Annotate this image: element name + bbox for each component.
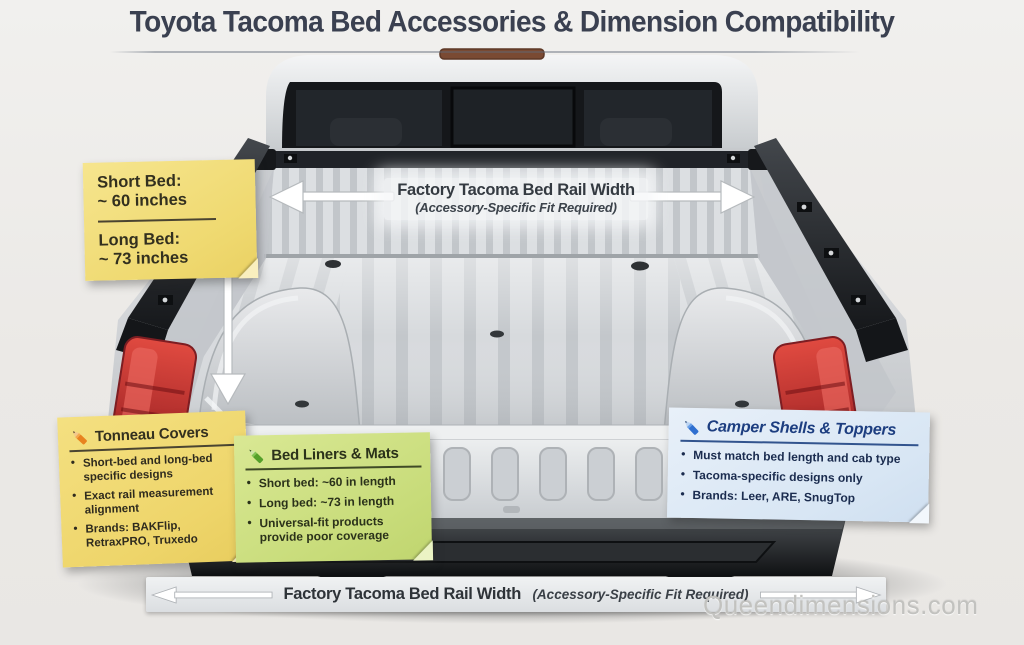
wheel-hump-left — [197, 287, 361, 433]
bed-dimensions-note: Short Bed: ~ 60 inches Long Bed: ~ 73 in… — [82, 159, 258, 281]
bed-rail-right — [754, 138, 908, 362]
truck-bed-interior — [128, 160, 896, 433]
tonneau-covers-note: Tonneau Covers Short-bed and long-bed sp… — [57, 410, 251, 568]
blue-pencil-icon — [685, 421, 699, 435]
rail-width-subheading: (Accessory-Specific Fit Required) — [415, 200, 617, 215]
camper-shells-note: Camper Shells & Toppers Must match bed l… — [666, 407, 931, 523]
camper-shells-note-list: Must match bed length and cab type Tacom… — [679, 448, 918, 507]
rail-width-arrow-right — [629, 180, 756, 214]
rail-width-label-bottom: Factory Tacoma Bed Rail Width (Accessory… — [146, 577, 886, 612]
rail-width-heading: Factory Tacoma Bed Rail Width — [397, 181, 635, 199]
tonneau-note-list: Short-bed and long-bed specific designs … — [70, 452, 241, 552]
note-bullet: Must match bed length and cab type — [680, 448, 918, 467]
note-bullet: Brands: BAKFlip, RetraxPRO, Truxedo — [72, 518, 241, 552]
green-pencil-icon — [249, 449, 264, 464]
bottom-rail-heading: Factory Tacoma Bed Rail Width — [283, 585, 522, 603]
arrow-left-icon — [150, 585, 273, 604]
note-bullet: Short bed: ~60 in length — [246, 473, 422, 490]
note-divider — [97, 217, 217, 223]
page-title: Toyota Tacoma Bed Accessories & Dimensio… — [129, 5, 895, 38]
bed-liners-note: Bed Liners & Mats Short bed: ~60 in leng… — [233, 432, 433, 563]
note-bullet: Universal-fit products provide poor cove… — [246, 514, 422, 545]
rail-width-label-top: Factory Tacoma Bed Rail Width (Accessory… — [384, 178, 648, 220]
note-bullet: Tacoma-specific designs only — [680, 468, 918, 487]
third-brake-light — [439, 48, 545, 60]
note-bullet: Short-bed and long-bed specific designs — [70, 452, 239, 486]
rail-width-arrow-left — [268, 180, 395, 214]
bed-liners-note-title: Bed Liners & Mats — [271, 444, 399, 464]
note-bullet: Long bed: ~73 in length — [246, 494, 422, 511]
truck-cab — [266, 48, 758, 158]
bed-liners-note-list: Short bed: ~60 in length Long bed: ~73 i… — [246, 473, 423, 545]
note-bullet: Exact rail measurement alignment — [71, 485, 240, 519]
note-bullet: Brands: Leer, ARE, SnugTop — [679, 488, 917, 507]
bed-length-arrow — [209, 251, 247, 406]
title-underline — [110, 51, 860, 53]
long-bed-value: ~ 73 inches — [98, 249, 189, 270]
arrow-right-icon — [759, 585, 882, 604]
bottom-rail-subheading: (Accessory-Specific Fit Required) — [532, 587, 749, 602]
camper-shells-note-title: Camper Shells & Toppers — [706, 418, 897, 439]
front-bed-rail — [246, 149, 778, 170]
tonneau-note-title: Tonneau Covers — [94, 423, 209, 445]
watermark: Queendimensions.com — [703, 590, 979, 620]
orange-pencil-icon — [72, 431, 87, 445]
short-bed-value: ~ 60 inches — [97, 191, 188, 212]
